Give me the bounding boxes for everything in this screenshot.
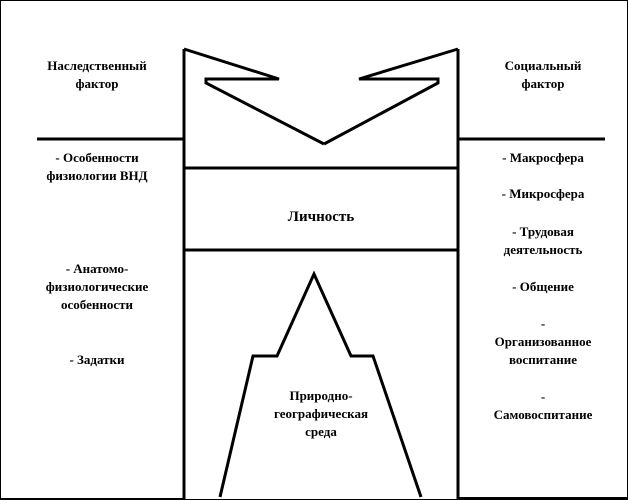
label-line: среда (305, 424, 337, 439)
label-line: Организованное (494, 334, 592, 349)
funnel-left-arm (183, 47, 325, 146)
mountain-shape (218, 270, 423, 498)
social-item-self-education: - Самовоспитание (467, 388, 619, 424)
hereditary-item-physiology: - Особенности физиологии ВНД (21, 149, 173, 185)
social-item-communication: - Общение (467, 278, 619, 296)
label-line: особенности (61, 297, 133, 312)
hereditary-factor-heading: Наследственный фактор (21, 57, 173, 93)
label-line: - (540, 316, 546, 331)
label-line: - (540, 389, 546, 404)
social-item-microsphere: - Микросфера (467, 185, 619, 203)
label-line: - Микросфера (501, 186, 585, 201)
label-line: физиологии ВНД (46, 168, 148, 183)
social-item-organized-upbringing: - Организованное воспитание (467, 315, 619, 369)
label-line: Природно- (289, 388, 353, 403)
label-line: - Общение (512, 279, 574, 294)
hereditary-item-anatomy: - Анатомо-физиологические особенности (21, 260, 173, 314)
label-line: Социальный (504, 58, 582, 73)
hereditary-item-inclinations: - Задатки (21, 351, 173, 369)
social-factor-heading: Социальный фактор (467, 57, 619, 93)
label-line: фактор (521, 76, 565, 91)
label-line: - Анатомо- (65, 261, 129, 276)
label-line: Наследственный (47, 58, 147, 73)
label-line: Самовоспитание (493, 407, 593, 422)
label-line: географическая (274, 406, 368, 421)
label-line: - Особенности (55, 150, 139, 165)
funnel-right-arm (323, 47, 459, 146)
label-line: фактор (75, 76, 119, 91)
label-line: физиологические (45, 279, 149, 294)
label-line: - Задатки (69, 352, 125, 367)
social-item-labor: - Трудовая деятельность (467, 223, 619, 259)
label-line: - Трудовая (512, 224, 574, 239)
label-line: воспитание (509, 352, 577, 367)
social-item-macrosphere: - Макросфера (467, 149, 619, 167)
personality-title: Личность (287, 209, 355, 225)
label-line: - Макросфера (502, 150, 584, 165)
label-line: деятельность (503, 242, 583, 257)
natural-environment-label: Природно-географическая среда (244, 387, 398, 441)
